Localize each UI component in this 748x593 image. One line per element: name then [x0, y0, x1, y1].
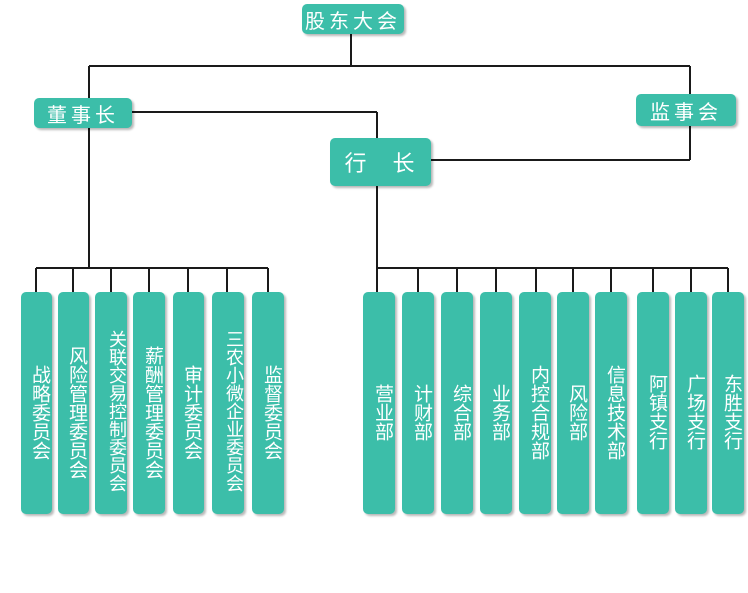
committee-supervision: 监督委员会 — [252, 292, 284, 514]
branch-azhen: 阿镇支行 — [637, 292, 669, 514]
node-label: 计财部 — [411, 383, 433, 441]
node-label: 综合部 — [450, 383, 472, 441]
dept-operations: 业务部 — [480, 292, 512, 514]
node-label: 审计委员会 — [181, 364, 203, 460]
dept-general: 综合部 — [441, 292, 473, 514]
committee-risk-management: 风险管理委员会 — [58, 292, 89, 514]
president-node: 行 长 — [330, 138, 431, 186]
dept-information-technology: 信息技术部 — [595, 292, 627, 514]
node-label: 股东大会 — [305, 8, 401, 33]
node-label: 信息技术部 — [604, 364, 626, 460]
dept-finance-planning: 计财部 — [402, 292, 434, 514]
node-label: 业务部 — [489, 383, 511, 441]
node-label: 战略委员会 — [29, 364, 51, 460]
node-label: 监督委员会 — [261, 364, 283, 460]
node-label: 行 长 — [344, 152, 417, 177]
node-label: 内控合规部 — [528, 364, 550, 460]
node-label: 营业部 — [372, 383, 394, 441]
node-label: 关联交易控制委员会 — [106, 330, 127, 492]
dept-internal-control-compliance: 内控合规部 — [519, 292, 551, 514]
supervisors-node: 监事会 — [636, 94, 736, 126]
committee-audit: 审计委员会 — [173, 292, 204, 514]
node-label: 广场支行 — [684, 374, 706, 450]
node-label: 风险管理委员会 — [66, 345, 88, 479]
node-label: 阿镇支行 — [646, 374, 668, 450]
node-label: 东胜支行 — [721, 374, 743, 450]
node-label: 薪酬管理委员会 — [142, 345, 164, 479]
dept-risk: 风险部 — [557, 292, 589, 514]
committee-rural-small-business: 三农小微企业委员会 — [212, 292, 244, 514]
branch-dongsheng: 东胜支行 — [712, 292, 744, 514]
node-label: 三农小微企业委员会 — [223, 330, 244, 492]
shareholders-meeting-node: 股东大会 — [302, 4, 404, 34]
committee-related-transactions: 关联交易控制委员会 — [95, 292, 127, 514]
node-label: 风险部 — [566, 383, 588, 441]
node-label: 监事会 — [650, 99, 722, 124]
committee-compensation: 薪酬管理委员会 — [133, 292, 165, 514]
chairman-node: 董事长 — [34, 98, 132, 128]
node-label: 董事长 — [47, 102, 119, 127]
committee-strategy: 战略委员会 — [21, 292, 52, 514]
dept-business-office: 营业部 — [363, 292, 395, 514]
branch-guangchang: 广场支行 — [675, 292, 707, 514]
